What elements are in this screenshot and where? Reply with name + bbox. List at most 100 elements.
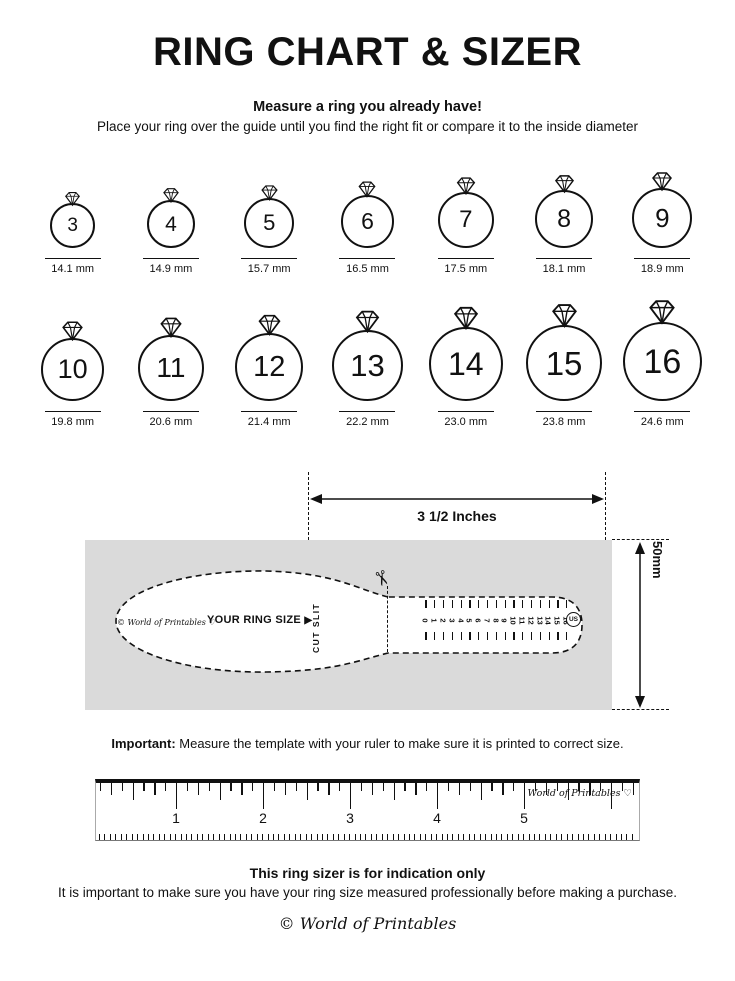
ring-size-number: 3 [50, 203, 96, 248]
ruler-number-2: 2 [259, 810, 267, 826]
ruler-number-4: 4 [433, 810, 441, 826]
scale-mark-14: 14 [544, 600, 553, 640]
sizer-scale: 012345678910111213141516 [421, 600, 571, 640]
diamond-icon [554, 175, 574, 194]
important-text: Measure the template with your ruler to … [175, 736, 624, 751]
ring-size-number: 13 [331, 330, 403, 401]
scale-mark-13: 13 [535, 600, 544, 640]
intro-heading: Measure a ring you already have! [253, 99, 482, 115]
scale-mark-2: 2 [438, 600, 447, 640]
ring-size-number: 7 [437, 192, 494, 248]
page-title: RING CHART & SIZER [153, 30, 582, 74]
footer-heading: This ring sizer is for indication only [249, 865, 486, 881]
diamond-icon [358, 181, 377, 198]
dashed-guide-left [308, 472, 309, 540]
scale-mark-9: 9 [500, 600, 509, 640]
diameter-underline [142, 411, 199, 412]
ring-size-number: 14 [428, 327, 503, 401]
diameter-underline [634, 258, 691, 259]
diameter-underline [536, 411, 593, 412]
diamond-icon [453, 306, 478, 330]
scale-mark-11: 11 [518, 600, 527, 640]
diamond-icon [355, 310, 380, 334]
ruler-number-3: 3 [346, 810, 354, 826]
ring-size-number: 11 [137, 335, 204, 401]
diameter-underline [536, 258, 593, 259]
diameter-underline [339, 411, 396, 412]
diameter-underline [437, 258, 494, 259]
diameter-underline [241, 411, 298, 412]
diameter-underline [142, 258, 199, 259]
brand-text: © World of Printables ♡ [117, 618, 216, 627]
diameter-label: 23.8 mm [542, 416, 586, 428]
diamond-icon [160, 317, 182, 338]
ring-size-number: 5 [244, 198, 295, 248]
diameter-label: 18.1 mm [542, 263, 586, 275]
diamond-icon [261, 185, 278, 201]
diameter-label: 14.1 mm [51, 263, 95, 275]
cut-slit-line [387, 586, 388, 652]
height-arrow-icon [635, 542, 645, 708]
ruler-number-5: 5 [520, 810, 528, 826]
scale-mark-12: 12 [526, 600, 535, 640]
scale-mark-6: 6 [474, 600, 483, 640]
diameter-label: 23.0 mm [444, 416, 488, 428]
us-badge: US [566, 612, 581, 627]
diamond-icon [62, 321, 83, 342]
diameter-underline [339, 258, 396, 259]
diameter-underline [44, 411, 101, 412]
diameter-label: 21.4 mm [247, 416, 291, 428]
diamond-icon [652, 172, 673, 192]
scale-mark-16: 16 [562, 600, 571, 640]
diamond-icon [649, 300, 676, 325]
cut-slit-label: CUT SLIT [311, 602, 321, 654]
diameter-underline [241, 258, 298, 259]
ring-size-number: 8 [535, 190, 594, 248]
dashed-guide-right [605, 472, 606, 540]
diameter-underline [437, 411, 494, 412]
important-note: Important: Measure the template with you… [0, 736, 735, 751]
pointer-icon: ▶ [304, 615, 313, 626]
ring-size-12: 12 21.4 mm [220, 312, 318, 428]
diameter-underline [634, 411, 691, 412]
intro-text: Place your ring over the guide until you… [96, 119, 639, 134]
ring-size-14: 14 23.0 mm [417, 304, 515, 428]
scale-mark-8: 8 [491, 600, 500, 640]
ring-size-4: 4 14.9 mm [122, 186, 220, 275]
scale-mark-5: 5 [465, 600, 474, 640]
footer-text: It is important to make sure you have yo… [57, 885, 678, 900]
scale-mark-1: 1 [430, 600, 439, 640]
diamond-icon [456, 177, 476, 196]
ring-size-13: 13 22.2 mm [318, 308, 416, 428]
scale-mark-4: 4 [456, 600, 465, 640]
ring-size-3: 3 14.1 mm [24, 190, 122, 275]
diameter-label: 14.9 mm [149, 263, 193, 275]
ring-size-number: 12 [235, 333, 304, 401]
scale-mark-15: 15 [553, 600, 562, 640]
diameter-label: 19.8 mm [51, 416, 95, 428]
diamond-icon [258, 314, 281, 336]
ring-size-5: 5 15.7 mm [220, 183, 318, 275]
ring-size-number: 9 [632, 188, 693, 248]
diamond-icon [551, 304, 577, 328]
scale-mark-7: 7 [482, 600, 491, 640]
diameter-underline [44, 258, 101, 259]
diamond-icon [65, 191, 81, 207]
sizer-diagram: 3 1/2 Inches © World of Printables ♡ YOU… [0, 472, 735, 724]
diamond-icon [163, 188, 179, 204]
diameter-label: 22.2 mm [346, 416, 389, 428]
important-label: Important: [111, 736, 176, 751]
ring-size-number: 4 [146, 200, 195, 248]
diameter-label: 24.6 mm [640, 416, 684, 428]
width-arrow-icon [310, 494, 604, 504]
diameter-label: 15.7 mm [247, 263, 291, 275]
scale-mark-3: 3 [447, 600, 456, 640]
